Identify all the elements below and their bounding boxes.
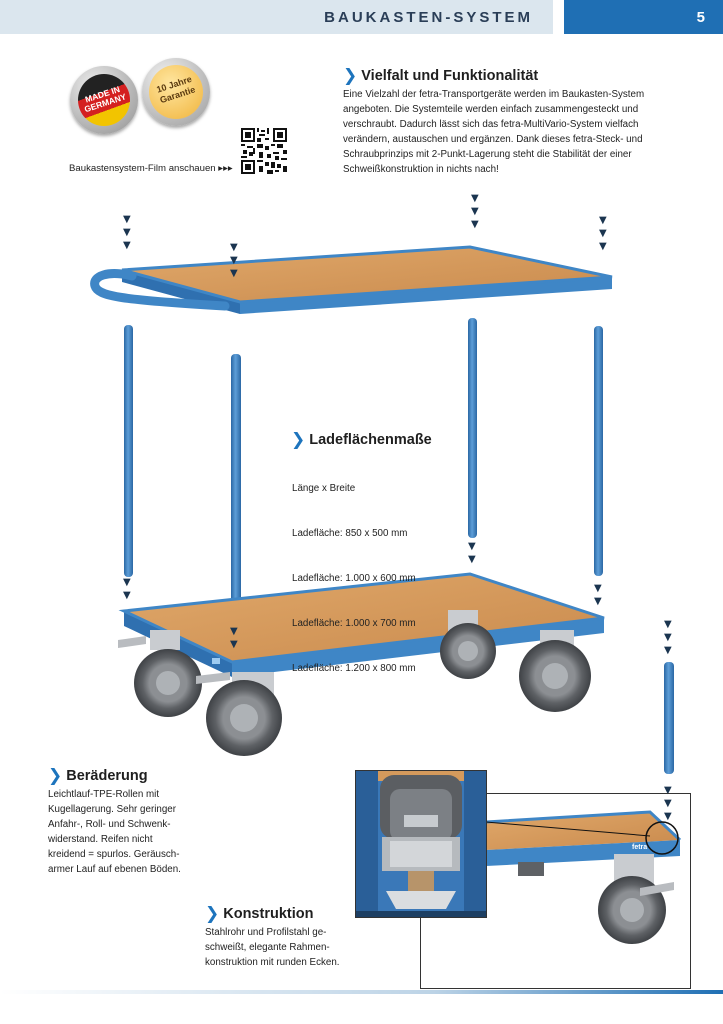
arrow-down-icon: ▼ xyxy=(123,590,131,601)
arrow-down-icon: ▼ xyxy=(230,626,238,637)
arrow-down-icon: ▼ xyxy=(594,596,602,607)
ladeflaechen-heading: ❯ Ladeflächenmaße xyxy=(291,430,432,450)
footer-rule xyxy=(0,990,723,994)
fastener-zoom-window xyxy=(355,770,487,918)
arrow-group: ▼ ▼ ▼ xyxy=(664,784,672,823)
vielfalt-text: Eine Vielzahl der fetra-Transportgeräte … xyxy=(343,87,644,177)
arrow-down-icon: ▼ xyxy=(230,242,238,253)
ladeflaechen-text: Länge x Breite Ladefläche: 850 x 500 mm … xyxy=(292,451,416,691)
arrow-down-icon: ▼ xyxy=(599,215,607,226)
arrow-down-icon: ▼ xyxy=(664,632,672,643)
chevron-right-icon: ❯ xyxy=(205,904,220,924)
arrow-group: ▼ ▼ ▼ xyxy=(123,213,131,252)
arrow-down-icon: ▼ xyxy=(123,214,131,225)
beraederung-title: Beräderung xyxy=(66,768,148,784)
arrow-group: ▼▼ xyxy=(123,576,131,602)
chevron-right-icon: ❯ xyxy=(343,66,358,86)
arrow-down-icon: ▼ xyxy=(123,240,131,251)
arrow-down-icon: ▼ xyxy=(664,798,672,809)
konstruktion-line: Stahlrohr und Profilstahl ge- xyxy=(205,927,327,938)
arrow-down-icon: ▼ xyxy=(664,645,672,656)
header-band xyxy=(0,0,553,34)
konstruktion-heading: ❯ Konstruktion xyxy=(205,904,313,924)
arrow-group: ▼ ▼ ▼ xyxy=(664,618,672,657)
konstruktion-line: schweißt, elegante Rahmen- xyxy=(205,942,330,953)
beraederung-line: Kugellagerung. Sehr geringer xyxy=(48,804,176,815)
beraederung-line: armer Lauf auf ebenen Böden. xyxy=(48,864,181,875)
konstruktion-title: Konstruktion xyxy=(223,906,314,922)
arrow-down-icon: ▼ xyxy=(664,811,672,822)
page-number: 5 xyxy=(696,9,705,26)
ladeflaechen-line: Länge x Breite xyxy=(292,483,356,494)
film-link[interactable]: Baukastensystem-Film anschauen ▸▸▸ xyxy=(69,163,233,174)
top-shelf xyxy=(90,245,613,314)
vielfalt-line: Schweißkonstruktion in nichts nach! xyxy=(343,164,499,175)
beraederung-heading: ❯ Beräderung xyxy=(48,766,148,786)
beraederung-line: Anfahr-, Roll- und Schwenk- xyxy=(48,819,171,830)
posts xyxy=(124,318,674,774)
garantie-badge: 10 Jahre Garantie xyxy=(142,58,210,126)
chevron-right-icon: ❯ xyxy=(48,766,63,786)
ladeflaechen-title: Ladeflächenmaße xyxy=(309,432,432,448)
section-title: BAUKASTEN-SYSTEM xyxy=(324,9,533,26)
vielfalt-heading: ❯ Vielfalt und Funktionalität xyxy=(343,66,538,86)
arrow-group: ▼▼ xyxy=(468,540,476,566)
beraederung-line: widerstand. Reifen nicht xyxy=(48,834,153,845)
arrow-down-icon: ▼ xyxy=(599,241,607,252)
beraederung-text: Leichtlauf-TPE-Rollen mit Kugellagerung.… xyxy=(48,787,181,877)
chevron-right-icon: ❯ xyxy=(291,430,306,450)
vielfalt-line: verändern, austauschen und ergänzen. Dan… xyxy=(343,134,643,145)
konstruktion-text: Stahlrohr und Profilstahl ge- schweißt, … xyxy=(205,925,340,970)
ladeflaechen-line: Ladefläche: 1.000 x 600 mm xyxy=(292,573,416,584)
arrow-group: ▼ ▼ ▼ xyxy=(471,192,479,231)
vielfalt-line: verschraubt. Dadurch lässt sich das fetr… xyxy=(343,119,639,130)
beraederung-line: kreidend = spurlos. Geräusch- xyxy=(48,849,180,860)
arrow-down-icon: ▼ xyxy=(664,785,672,796)
screw-detail-illustration xyxy=(356,771,486,917)
arrow-down-icon: ▼ xyxy=(230,255,238,266)
wheels xyxy=(118,610,591,756)
ladeflaechen-line: Ladefläche: 850 x 500 mm xyxy=(292,528,408,539)
vielfalt-line: Eine Vielzahl der fetra-Transportgeräte … xyxy=(343,89,645,100)
inset-brand-label: fetra xyxy=(632,844,648,851)
arrow-group: ▼▼ xyxy=(230,625,238,651)
arrow-down-icon: ▼ xyxy=(599,228,607,239)
arrow-down-icon: ▼ xyxy=(471,193,479,204)
arrow-down-icon: ▼ xyxy=(123,227,131,238)
arrow-group: ▼ ▼ ▼ xyxy=(230,241,238,280)
arrow-down-icon: ▼ xyxy=(230,268,238,279)
arrow-down-icon: ▼ xyxy=(468,541,476,552)
arrow-group: ▼▼ xyxy=(594,582,602,608)
beraederung-line: Leichtlauf-TPE-Rollen mit xyxy=(48,789,160,800)
arrow-group: ▼ ▼ ▼ xyxy=(599,214,607,253)
arrow-down-icon: ▼ xyxy=(230,639,238,650)
vielfalt-line: Schraubprinzips mit 2-Punkt-Lagerung ste… xyxy=(343,149,632,160)
inset-cart-corner xyxy=(485,810,682,944)
ladeflaechen-line: Ladefläche: 1.200 x 800 mm xyxy=(292,663,416,674)
qr-code-icon[interactable] xyxy=(241,128,287,174)
vielfalt-title: Vielfalt und Funktionalität xyxy=(361,68,539,84)
made-in-germany-badge: MADE IN GERMANY xyxy=(70,66,138,134)
arrow-down-icon: ▼ xyxy=(123,577,131,588)
arrow-down-icon: ▼ xyxy=(594,583,602,594)
arrow-down-icon: ▼ xyxy=(468,554,476,565)
arrow-down-icon: ▼ xyxy=(471,206,479,217)
konstruktion-line: konstruktion mit runden Ecken. xyxy=(205,957,340,968)
arrow-down-icon: ▼ xyxy=(664,619,672,630)
ladeflaechen-line: Ladefläche: 1.000 x 700 mm xyxy=(292,618,416,629)
page-number-band: 5 xyxy=(564,0,723,34)
vielfalt-line: angeboten. Die Systemteile werden einfac… xyxy=(343,104,639,115)
arrow-down-icon: ▼ xyxy=(471,219,479,230)
